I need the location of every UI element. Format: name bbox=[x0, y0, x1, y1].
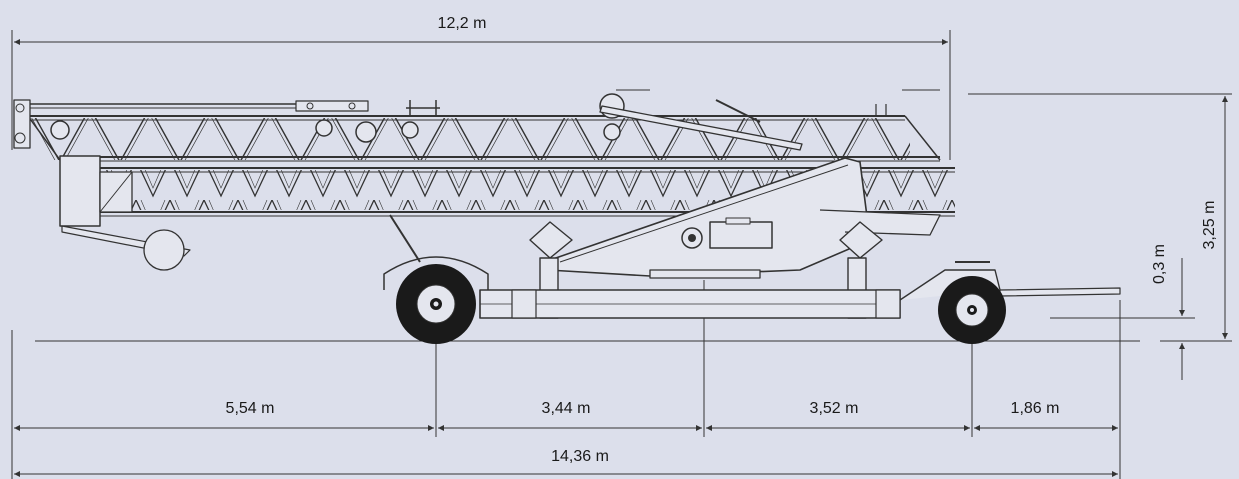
chassis bbox=[383, 256, 1121, 319]
clearance-dimension-label: 0,3 m bbox=[1151, 243, 1168, 285]
overall-bottom-dimension-label: 14,36 m bbox=[551, 448, 609, 465]
segment-rear-label: 1,86 m bbox=[1010, 400, 1060, 417]
upper-jib bbox=[13, 89, 941, 162]
overall-top-dimension-label: 12,2 m bbox=[437, 15, 487, 32]
rear-wheel bbox=[938, 276, 1006, 344]
segment-mid1-label: 3,44 m bbox=[541, 400, 591, 417]
slewing-frame bbox=[529, 157, 941, 319]
dimension-lines bbox=[11, 30, 1232, 479]
crane-drawing bbox=[13, 89, 1121, 344]
height-dimension-label: 3,25 m bbox=[1201, 200, 1218, 250]
segment-mid2-label: 3,52 m bbox=[809, 400, 859, 417]
front-wheel bbox=[396, 264, 476, 344]
segment-front-label: 5,54 m bbox=[225, 400, 275, 417]
